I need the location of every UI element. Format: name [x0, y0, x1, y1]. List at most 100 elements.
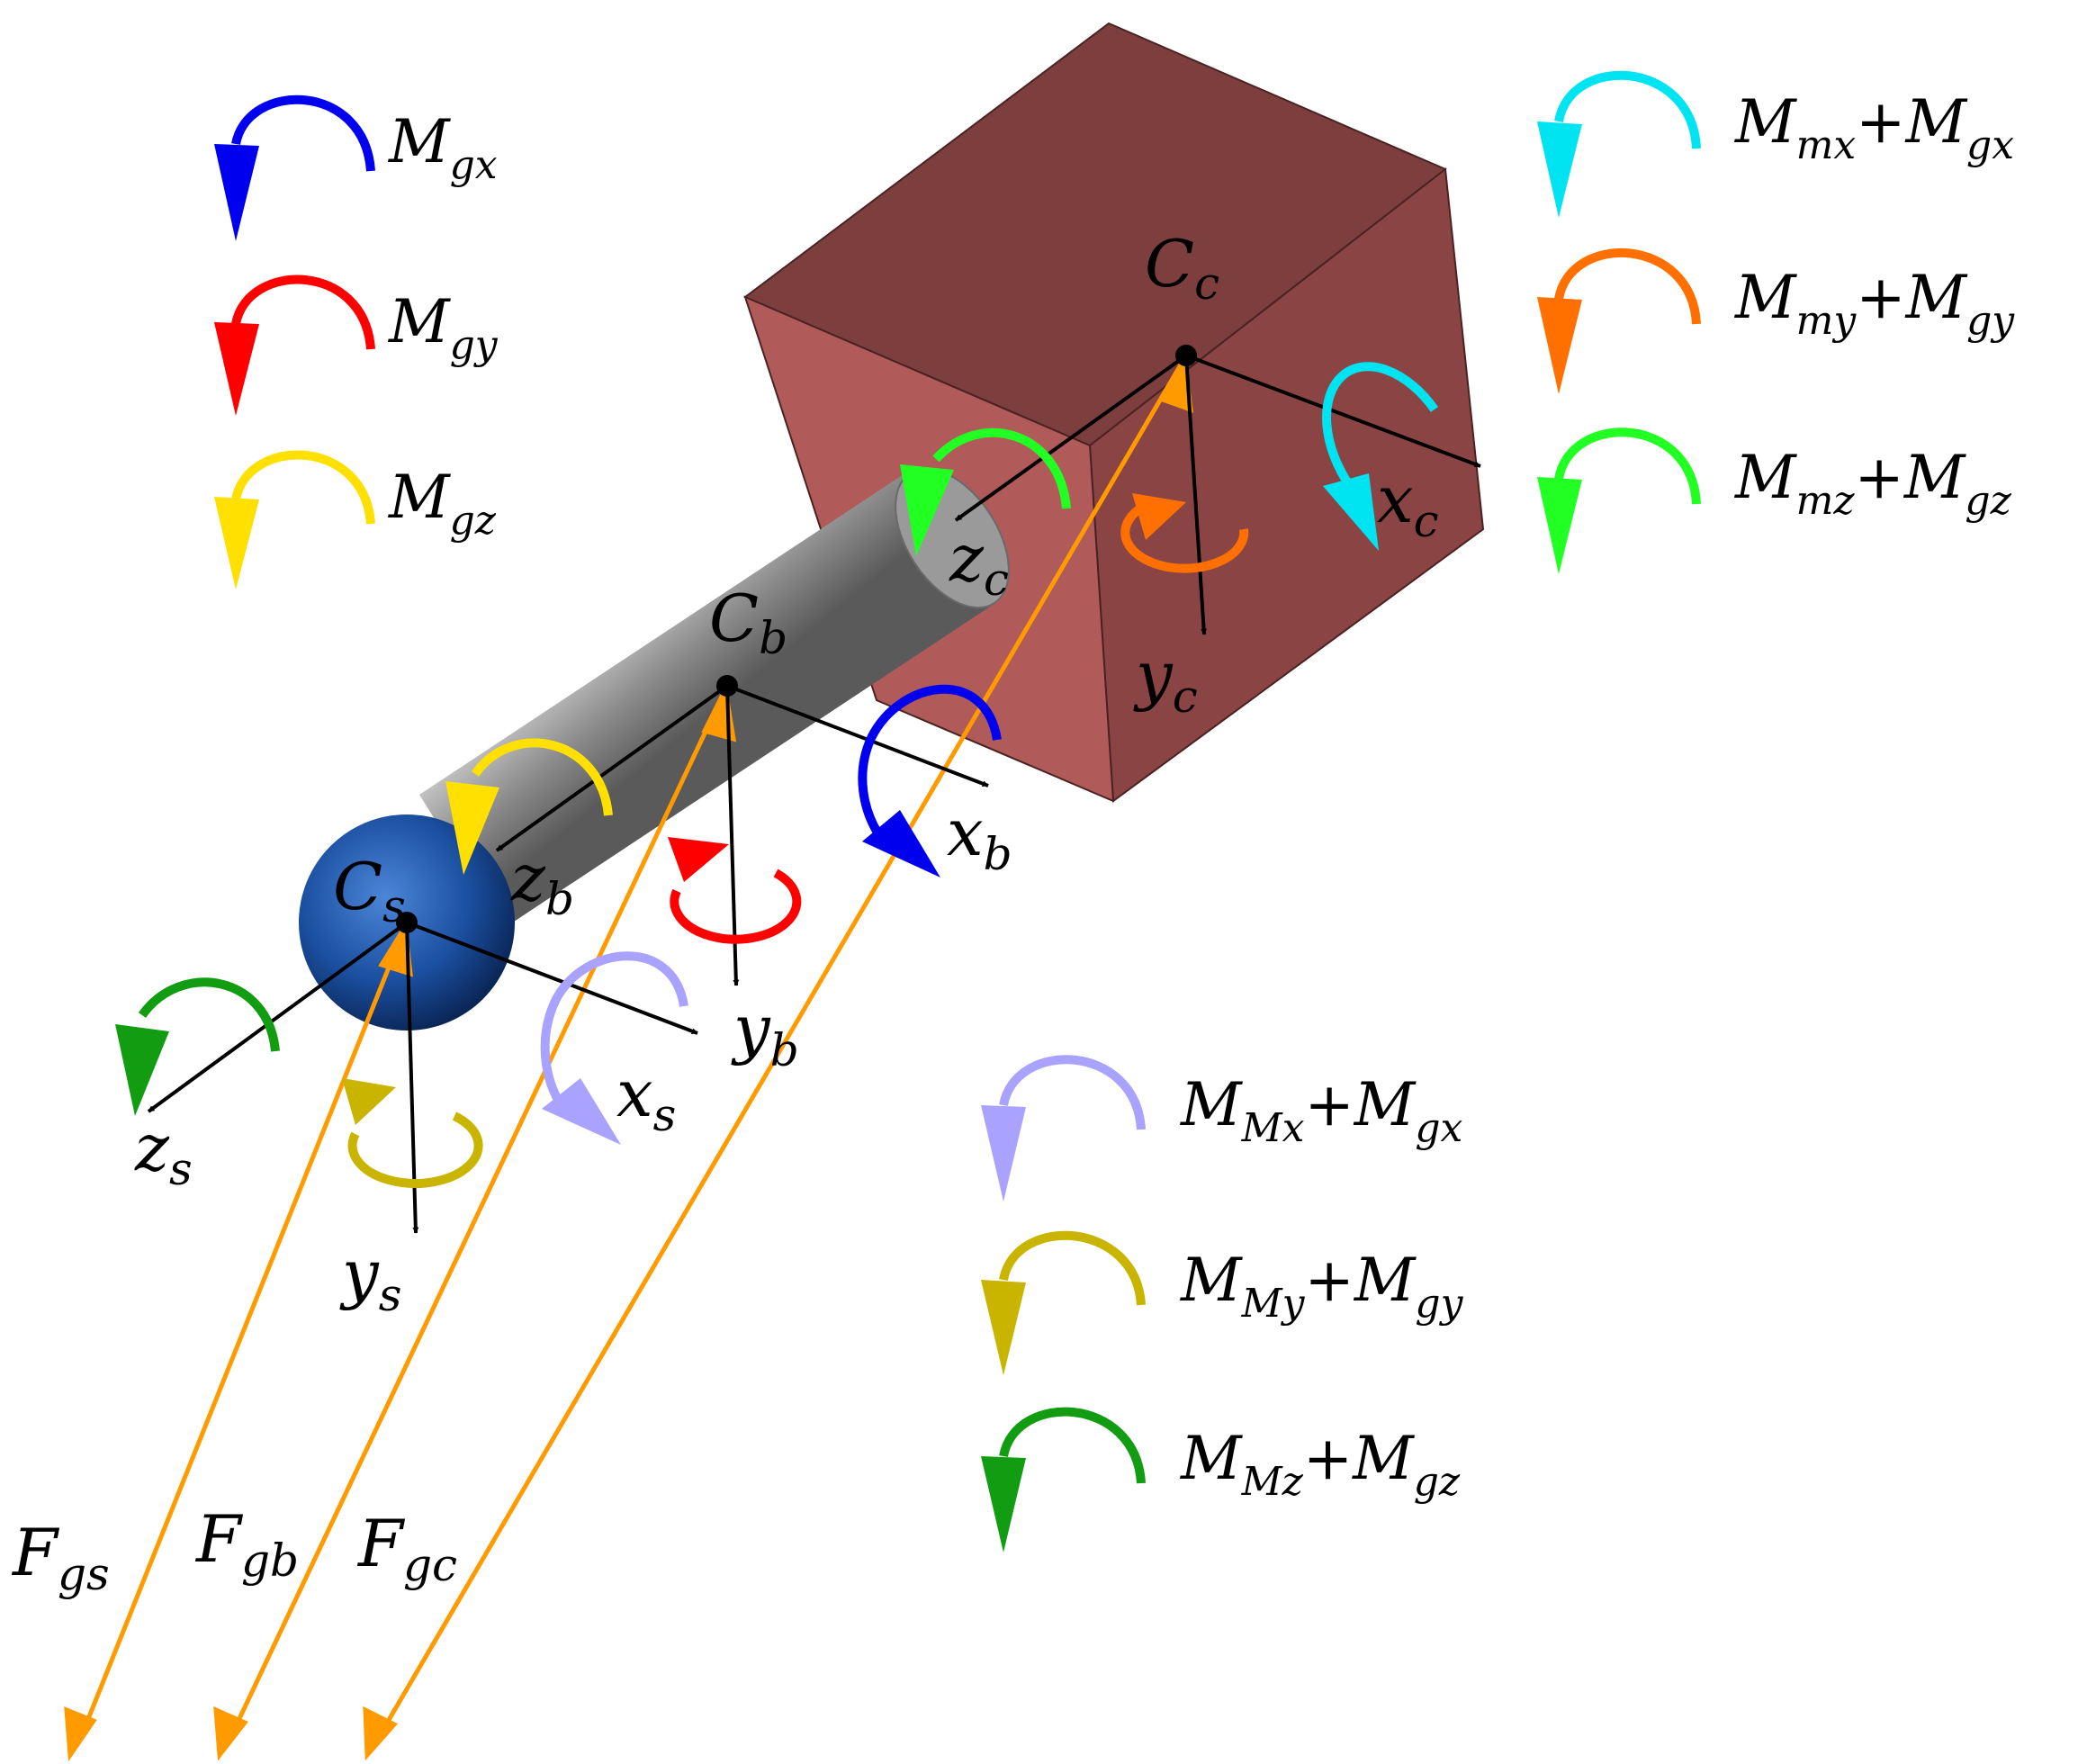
legend-cz-text: Mmz+Mgz [1734, 443, 2012, 524]
label-fgc: Fgc [356, 1506, 457, 1591]
legend-item-gx: Mgx [214, 94, 498, 241]
moment-sy-arc [347, 1112, 483, 1188]
legend-item-cy: Mmy+Mgy [1537, 248, 2015, 394]
moment-cz-arc [932, 428, 1071, 509]
legend-gx-arc [231, 94, 375, 172]
legend-item-gy: Mgy [214, 274, 499, 416]
label-xc: xc [1377, 462, 1439, 547]
legend-sy-arc [999, 1230, 1146, 1306]
label-cs: Cs [333, 849, 406, 932]
legend-gy-arc [231, 274, 375, 350]
moment-arrow-sx [540, 951, 688, 1145]
legend-cz-head [1537, 477, 1582, 574]
legend-cube-moments: Mmx+Mgx Mmy+Mgy Mmz+Mgz [1537, 70, 2015, 574]
axis-zs-line [147, 921, 409, 1113]
legend-sy-head [981, 1280, 1026, 1375]
moment-arrow-sy [342, 1078, 483, 1188]
legend-sphere-moments: MMx+Mgx MMy+Mgy MMz+Mgz [981, 1055, 1464, 1552]
legend-item-sz: MMz+Mgz [981, 1407, 1461, 1552]
legend-sx-arc [999, 1055, 1146, 1130]
legend-gravity-moments: Mgx Mgy Mgz [214, 94, 499, 590]
moment-cx-head [1323, 473, 1379, 551]
legend-cx-text: Mmx+Mgx [1734, 87, 2014, 168]
moment-sx-head [542, 1078, 621, 1145]
legend-sz-text: MMz+Mgz [1180, 1424, 1461, 1505]
legend-gx-head [214, 144, 259, 241]
legend-item-gz: Mgz [214, 450, 497, 590]
axis-yc-line [1184, 355, 1208, 635]
moment-arrow-by [668, 837, 802, 944]
moment-sz-arc [138, 977, 280, 1052]
force-fgb-line [226, 684, 730, 1743]
legend-sx-text: MMx+Mgx [1180, 1070, 1463, 1151]
legend-item-cx: Mmx+Mgx [1537, 70, 2014, 218]
legend-cx-head [1537, 122, 1582, 218]
point-cs-dot [396, 912, 418, 933]
label-yb: yb [731, 991, 799, 1076]
label-zs: zs [134, 1110, 193, 1195]
moment-arrow-cz [900, 428, 1071, 556]
label-zc: zc [949, 520, 1009, 606]
axis-zb-line [495, 684, 729, 852]
legend-cx-arc [1554, 70, 1701, 149]
legend-cz-arc [1554, 428, 1701, 505]
moment-sy-head [342, 1078, 396, 1125]
label-xb: xb [947, 795, 1012, 880]
force-fgc-line [373, 354, 1189, 1743]
moment-cz-head [900, 464, 954, 556]
legend-item-sx: MMx+Mgx [981, 1055, 1463, 1202]
legend-gy-text: Mgy [388, 287, 499, 368]
legend-gz-head [214, 497, 259, 590]
legend-cy-text: Mmy+Mgy [1734, 263, 2015, 344]
axis-xc-line [1185, 354, 1481, 468]
legend-item-sy: MMy+Mgy [981, 1230, 1464, 1375]
moment-bz-arc [471, 738, 613, 816]
axis-xb-line [726, 684, 989, 788]
moment-arrow-sz [115, 977, 280, 1116]
legend-gx-text: Mgx [388, 107, 498, 188]
moment-cy-head [1132, 493, 1186, 540]
moment-sz-head [115, 1024, 169, 1116]
legend-gy-head [214, 322, 259, 416]
label-fgs: Fgs [11, 1515, 110, 1600]
moment-arrow-bx [858, 684, 1002, 878]
label-yc: yc [1133, 637, 1198, 723]
force-fgs-line [76, 922, 409, 1742]
legend-cy-arc [1554, 248, 1701, 325]
force-fgb-arrowhead [213, 1706, 248, 1761]
label-cb: Cb [709, 580, 787, 664]
moment-arrow-bz [445, 738, 613, 875]
legend-sz-head [981, 1456, 1026, 1552]
moment-bz-head [445, 781, 499, 875]
legend-sx-head [981, 1105, 1026, 1202]
label-cc: Cc [1145, 226, 1219, 310]
legend-item-cz: Mmz+Mgz [1537, 428, 2012, 574]
force-fgc-arrowhead [363, 1706, 399, 1761]
axis-xs-line [406, 921, 698, 1035]
label-xs: xs [616, 1056, 676, 1141]
legend-cy-head [1537, 297, 1582, 394]
moment-arrow-cx [1322, 362, 1439, 551]
gravity-forces [64, 353, 1193, 1762]
legend-gz-text: Mgz [388, 463, 497, 544]
moment-by-head [668, 837, 729, 882]
legend-sy-text: MMy+Mgy [1180, 1246, 1464, 1327]
moment-bx-head [862, 810, 940, 878]
point-cb-dot [716, 675, 738, 697]
label-ys: ys [339, 1236, 401, 1321]
legend-gz-arc [231, 450, 375, 525]
point-cc-dot [1175, 345, 1197, 366]
frame-c-axes [954, 354, 1481, 635]
label-fgb: Fgb [194, 1501, 299, 1587]
label-zb: zb [510, 840, 574, 925]
moment-sx-arc [540, 951, 688, 1102]
axis-zc-line [954, 354, 1188, 522]
moment-cx-arc [1322, 362, 1439, 489]
force-fgs-arrowhead [64, 1706, 97, 1762]
moment-bx-arc [858, 684, 1002, 835]
moment-cy-arc [1120, 504, 1249, 573]
legend-sz-arc [999, 1407, 1146, 1484]
moment-arrow-cy [1120, 493, 1249, 573]
moment-by-arc [670, 868, 802, 944]
